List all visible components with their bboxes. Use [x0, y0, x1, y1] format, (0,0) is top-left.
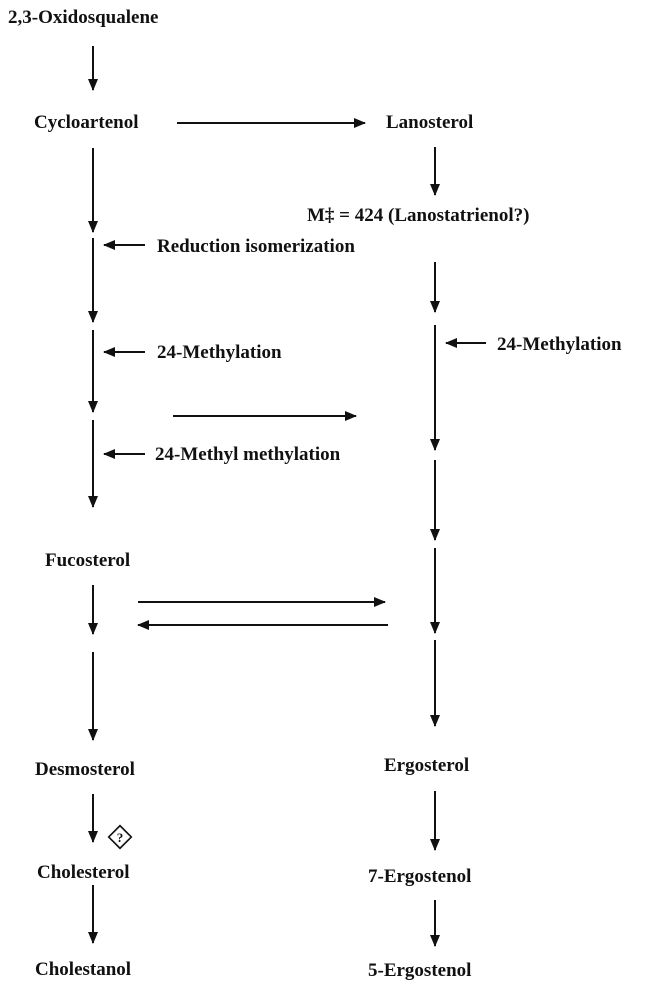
- compound-ergosterol: Ergosterol: [384, 755, 470, 776]
- compound-fucosterol: Fucosterol: [45, 550, 131, 571]
- compound-cholestanol: Cholestanol: [35, 959, 132, 980]
- compound-cycloartenol: Cycloartenol: [34, 112, 139, 133]
- compound-desmosterol: Desmosterol: [35, 759, 135, 780]
- compound-lanostatrienol: M‡ = 424 (Lanostatrienol?): [307, 205, 530, 226]
- step-reduction-isomerization: Reduction isomerization: [157, 236, 355, 257]
- step-24-methyl-methylation: 24-Methyl methylation: [155, 444, 341, 465]
- uncertain-step-icon: ?: [107, 824, 133, 850]
- compound-lanosterol: Lanosterol: [386, 112, 474, 133]
- compound-oxidosqualene: 2,3-Oxidosqualene: [8, 7, 159, 28]
- step-24-methylation-left: 24-Methylation: [157, 342, 282, 363]
- compound-cholesterol: Cholesterol: [37, 862, 130, 883]
- svg-text:?: ?: [117, 830, 124, 845]
- compound-5-ergostenol: 5-Ergostenol: [368, 960, 472, 981]
- step-24-methylation-right: 24-Methylation: [497, 334, 622, 355]
- compound-7-ergostenol: 7-Ergostenol: [368, 866, 472, 887]
